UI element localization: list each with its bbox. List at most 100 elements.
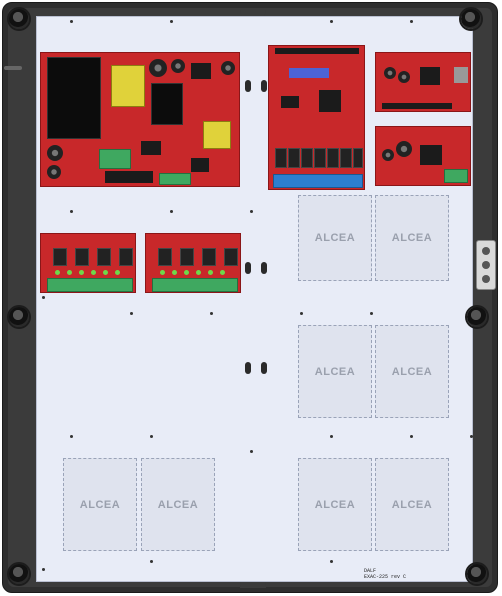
- connector-header: [382, 103, 452, 109]
- transformer: [151, 83, 183, 125]
- hole: [150, 560, 153, 563]
- latch-hole: [482, 261, 490, 269]
- led: [160, 270, 165, 275]
- transformer: [47, 57, 101, 139]
- microcontroller: [319, 90, 341, 112]
- zone-label: ALCEA: [391, 498, 433, 511]
- hole: [70, 435, 73, 438]
- led: [55, 270, 60, 275]
- capacitor: [47, 145, 63, 161]
- hole: [70, 20, 73, 23]
- ethernet-port: [454, 67, 468, 83]
- led: [103, 270, 108, 275]
- terminal-block: [159, 173, 191, 185]
- slot: [261, 262, 267, 274]
- model-label-line2: EXAC-225 rev C: [364, 574, 407, 580]
- hole: [210, 312, 213, 315]
- relay: [97, 248, 111, 266]
- mounting-zone: ALCEA: [141, 458, 215, 551]
- relay-module-left: [40, 233, 136, 293]
- mounting-zone: ALCEA: [375, 195, 449, 281]
- mounting-zone: ALCEA: [298, 325, 372, 418]
- slot: [245, 80, 251, 92]
- hole: [250, 450, 253, 453]
- side-latch[interactable]: [476, 240, 496, 290]
- hole: [330, 560, 333, 563]
- chip: [191, 158, 209, 172]
- side-clip: [4, 66, 22, 70]
- slot: [245, 262, 251, 274]
- controller-board: [268, 45, 365, 190]
- hole: [330, 435, 333, 438]
- power-supply-board: [40, 52, 240, 187]
- led: [220, 270, 225, 275]
- relay-module-right: [145, 233, 241, 293]
- relay: [275, 148, 287, 168]
- relay: [119, 248, 133, 266]
- terminal-block: [47, 278, 133, 292]
- chip: [191, 63, 211, 79]
- mounting-zone: ALCEA: [375, 458, 449, 551]
- hole: [470, 435, 473, 438]
- terminal-block: [99, 149, 131, 169]
- hole: [300, 312, 303, 315]
- terminal-block: [444, 169, 468, 183]
- hole: [70, 210, 73, 213]
- relay: [314, 148, 326, 168]
- hole: [42, 296, 45, 299]
- hole: [330, 20, 333, 23]
- network-interface-board: [375, 52, 471, 112]
- terminal-block: [152, 278, 238, 292]
- relay: [202, 248, 216, 266]
- zone-label: ALCEA: [391, 232, 433, 244]
- relay: [158, 248, 172, 266]
- relay: [53, 248, 67, 266]
- hole: [370, 312, 373, 315]
- chip: [141, 141, 161, 155]
- zone-label: ALCEA: [314, 232, 356, 244]
- capacitor: [171, 59, 185, 73]
- relay: [288, 148, 300, 168]
- zone-label: ALCEA: [314, 498, 356, 511]
- led: [172, 270, 177, 275]
- latch-hole: [482, 247, 490, 255]
- mount-hole-top-right: [461, 9, 481, 29]
- slot: [261, 362, 267, 374]
- mounting-zone: ALCEA: [375, 325, 449, 418]
- hole: [410, 435, 413, 438]
- capacitor: [47, 165, 61, 179]
- hole: [410, 20, 413, 23]
- capacitor: [221, 61, 235, 75]
- latch-hole: [482, 275, 490, 283]
- chip: [281, 96, 299, 108]
- led: [91, 270, 96, 275]
- hole: [42, 568, 45, 571]
- hole: [170, 20, 173, 23]
- zone-label: ALCEA: [79, 498, 121, 511]
- mount-hole-bottom-left: [9, 564, 29, 584]
- zone-label: ALCEA: [391, 365, 433, 378]
- mount-hole-mid-right: [467, 307, 487, 327]
- model-label-line1: DALF: [364, 568, 377, 574]
- led: [196, 270, 201, 275]
- hole: [130, 312, 133, 315]
- dip-switch: [289, 68, 329, 78]
- capacitor: [382, 149, 394, 161]
- relay: [224, 248, 238, 266]
- led: [184, 270, 189, 275]
- relay: [327, 148, 339, 168]
- hole: [150, 435, 153, 438]
- mount-hole-bottom-right: [467, 564, 487, 584]
- terminal-block: [273, 174, 363, 188]
- led: [208, 270, 213, 275]
- slot: [261, 80, 267, 92]
- heat-sink: [420, 145, 442, 165]
- led: [79, 270, 84, 275]
- mount-hole-mid-left: [9, 307, 29, 327]
- inductor: [111, 65, 145, 107]
- hole: [250, 210, 253, 213]
- processor: [420, 67, 440, 85]
- relay: [180, 248, 194, 266]
- inductor: [203, 121, 231, 149]
